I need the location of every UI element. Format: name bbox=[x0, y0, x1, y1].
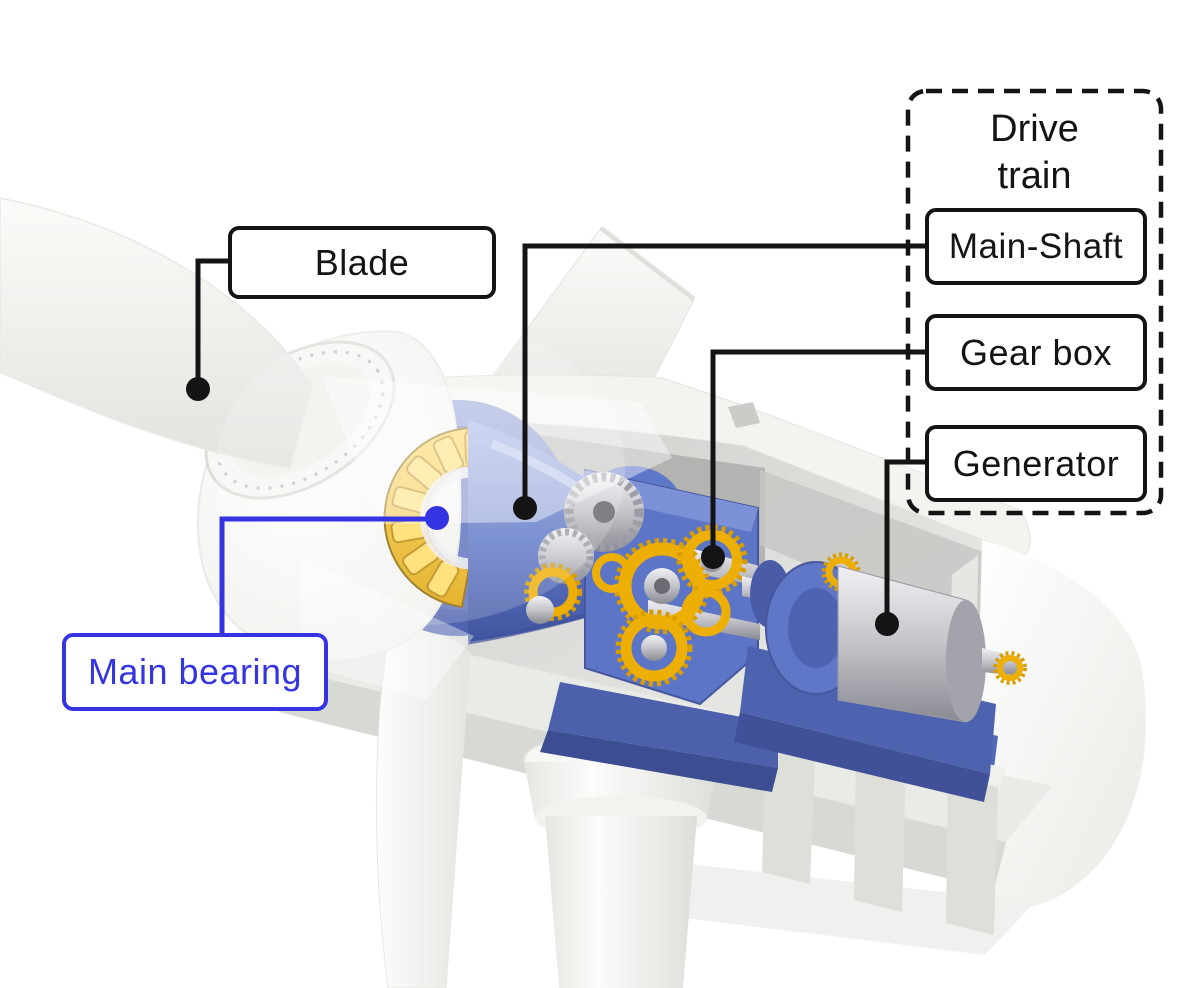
main-shaft-label-text: Main-Shaft bbox=[948, 226, 1124, 266]
leader-main-shaft bbox=[522, 243, 930, 508]
blade-label: Blade bbox=[228, 226, 496, 299]
rotor-blade-left bbox=[0, 197, 313, 469]
drive-train-title-line1: Drive bbox=[990, 108, 1079, 150]
main-shaft-dot bbox=[513, 496, 537, 520]
leader-main-bearing bbox=[219, 516, 437, 636]
drive-train-title: Drive train bbox=[906, 106, 1163, 200]
generator-label-text: Generator bbox=[952, 442, 1120, 484]
generator-label: Generator bbox=[925, 425, 1147, 502]
leader-blade bbox=[195, 258, 232, 389]
generator-dot bbox=[875, 612, 899, 636]
gear-box-label-text: Gear box bbox=[959, 331, 1113, 373]
leader-dots bbox=[186, 377, 899, 636]
gear-box-dot bbox=[701, 545, 725, 569]
drive-train-title-line2: train bbox=[997, 155, 1072, 197]
rotor-blade-lower bbox=[375, 619, 471, 988]
drive-train-frame bbox=[905, 88, 1164, 516]
blade-label-text: Blade bbox=[314, 241, 410, 283]
main-bearing-label: Main bearing bbox=[62, 633, 328, 711]
main-bearing-label-text: Main bearing bbox=[87, 651, 303, 692]
generator-assembly bbox=[734, 552, 1027, 802]
callout-leaders bbox=[195, 243, 930, 624]
main-bearing-dot bbox=[425, 506, 449, 530]
leader-gear-box bbox=[710, 349, 930, 557]
gear-box-label: Gear box bbox=[925, 314, 1147, 391]
leader-generator bbox=[884, 459, 930, 624]
blade-dot bbox=[186, 377, 210, 401]
main-shaft-label: Main-Shaft bbox=[925, 208, 1147, 285]
